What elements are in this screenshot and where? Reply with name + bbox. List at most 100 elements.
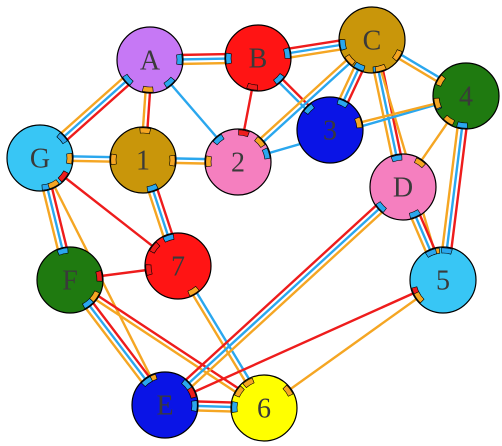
port-marker-7-6 <box>187 285 200 297</box>
node-circle-E[interactable] <box>131 371 199 439</box>
port-marker-C-5 <box>374 63 387 73</box>
port-marker-1-7 <box>146 183 159 193</box>
node-E[interactable]: E <box>131 371 199 439</box>
node-1[interactable]: 1 <box>109 126 177 194</box>
port-marker-C-4 <box>392 49 403 62</box>
node-circle-3[interactable] <box>296 96 364 164</box>
node-F[interactable]: F <box>36 246 104 314</box>
node-label-E: E <box>156 391 173 422</box>
node-circle-C[interactable] <box>338 6 406 74</box>
node-7[interactable]: 7 <box>144 232 212 300</box>
port-marker-A-2 <box>163 76 176 88</box>
node-label-F: F <box>62 266 78 297</box>
node-label-1: 1 <box>136 146 150 177</box>
port-marker-7-F <box>145 264 153 276</box>
edge-strand-orange <box>263 279 444 409</box>
port-marker-B-2 <box>246 82 258 91</box>
edge-strand-blue <box>164 186 404 406</box>
node-circle-2[interactable] <box>204 128 272 196</box>
port-marker-C-2 <box>344 54 356 66</box>
port-marker-G-1 <box>66 152 73 165</box>
node-circle-D[interactable] <box>369 153 437 221</box>
edge-6-5 <box>263 279 444 409</box>
node-circle-A[interactable] <box>116 26 184 94</box>
port-marker-4-D <box>443 114 456 126</box>
port-marker-F-G <box>56 247 69 256</box>
node-3[interactable]: 3 <box>296 96 364 164</box>
port-marker-4-3 <box>433 97 442 110</box>
port-marker-E-6 <box>191 400 198 412</box>
node-label-2: 2 <box>231 148 245 179</box>
node-label-7: 7 <box>171 252 185 283</box>
node-circle-7[interactable] <box>144 232 212 300</box>
port-marker-5-D <box>425 248 438 258</box>
nodes-layer: A B C 4G 1 2 3D F 7 5E 6 <box>6 6 500 442</box>
port-marker-3-4 <box>354 116 363 129</box>
port-marker-D-4 <box>413 157 426 169</box>
node-label-4: 4 <box>459 82 473 113</box>
node-label-D: D <box>393 173 413 204</box>
port-marker-F-E <box>82 297 94 309</box>
port-marker-G-A <box>56 132 68 145</box>
node-2[interactable]: 2 <box>204 128 272 196</box>
node-4[interactable]: 4 <box>432 62 500 130</box>
port-marker-E-F <box>141 376 153 388</box>
edge-strand-orange <box>68 280 264 411</box>
port-marker-B-3 <box>273 73 285 85</box>
port-marker-4-5 <box>456 121 468 129</box>
node-circle-5[interactable] <box>409 246 477 314</box>
node-label-3: 3 <box>323 116 337 147</box>
port-marker-5-6 <box>413 291 425 304</box>
edge-E-5 <box>164 278 444 407</box>
port-marker-C-B <box>339 39 347 51</box>
node-C[interactable]: C <box>338 6 406 74</box>
port-marker-G-E <box>47 179 60 190</box>
port-marker-2-B <box>238 129 250 138</box>
port-marker-2-A <box>212 134 225 146</box>
node-circle-G[interactable] <box>6 124 74 192</box>
edge-E-D <box>161 182 407 410</box>
port-marker-D-E <box>375 201 387 213</box>
edge-F-6 <box>68 277 266 411</box>
node-label-C: C <box>363 26 382 57</box>
port-marker-7-1 <box>162 233 175 243</box>
node-G[interactable]: G <box>6 124 74 192</box>
port-marker-D-5 <box>408 209 421 219</box>
port-marker-2-1 <box>205 155 212 168</box>
port-marker-6-F <box>234 385 245 398</box>
node-circle-1[interactable] <box>109 126 177 194</box>
node-circle-4[interactable] <box>432 62 500 130</box>
port-marker-2-4 <box>261 147 271 160</box>
edges-layer <box>34 34 472 414</box>
port-marker-7-G <box>149 241 161 254</box>
port-marker-6-E <box>231 401 238 413</box>
port-marker-3-C <box>336 98 349 109</box>
port-marker-F-7 <box>95 270 103 282</box>
node-5[interactable]: 5 <box>409 246 477 314</box>
port-marker-3-B <box>303 103 315 115</box>
port-marker-F-6 <box>89 290 100 303</box>
port-marker-1-G <box>110 153 117 166</box>
node-A[interactable]: A <box>116 26 184 94</box>
port-marker-A-B <box>176 53 183 66</box>
port-marker-A-G <box>122 73 134 86</box>
node-label-G: G <box>30 144 50 175</box>
node-circle-F[interactable] <box>36 246 104 314</box>
port-marker-6-7 <box>242 377 255 389</box>
edge-strand-red <box>164 278 444 407</box>
port-marker-1-2 <box>169 154 176 167</box>
port-marker-1-A <box>139 127 152 135</box>
port-marker-2-C <box>254 136 266 148</box>
port-marker-E-5 <box>186 386 197 399</box>
node-label-B: B <box>249 44 268 75</box>
node-D[interactable]: D <box>369 153 437 221</box>
port-marker-D-C <box>390 154 403 163</box>
node-label-5: 5 <box>436 266 450 297</box>
node-6[interactable]: 6 <box>230 374 298 442</box>
node-circle-B[interactable] <box>224 24 292 92</box>
node-label-A: A <box>140 46 161 77</box>
edge-strand-red <box>161 182 401 403</box>
node-B[interactable]: B <box>224 24 292 92</box>
node-circle-6[interactable] <box>230 374 298 442</box>
